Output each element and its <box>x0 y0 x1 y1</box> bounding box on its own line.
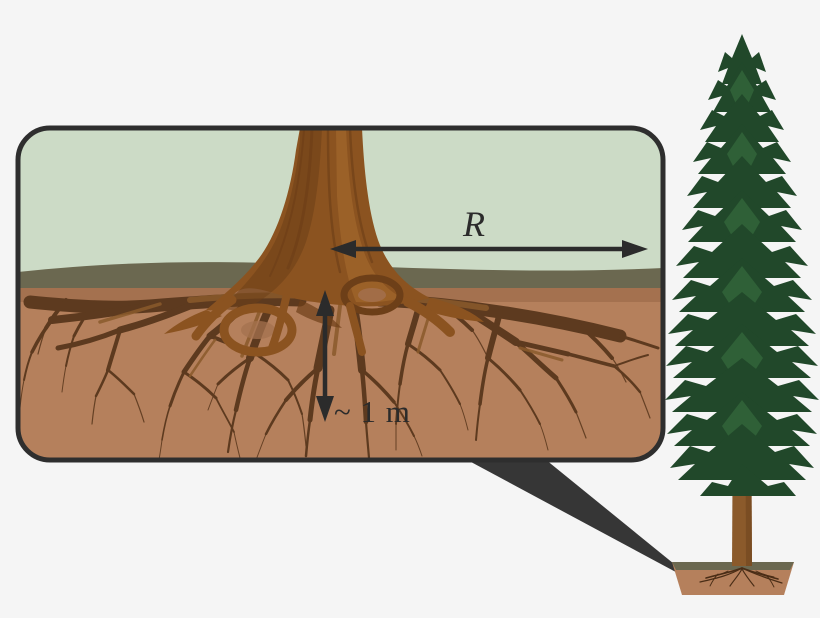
trunk-cross-section <box>164 128 484 357</box>
callout-tail <box>430 440 700 585</box>
tree-foliage <box>665 34 819 496</box>
trunk-root-flare <box>164 274 484 357</box>
callout-border <box>15 125 666 463</box>
depth-arrow-head-top <box>316 290 334 316</box>
depth-arrow-head-bottom <box>316 396 334 422</box>
trunk-highlight <box>336 128 402 303</box>
trunk-shade-left <box>222 128 322 310</box>
depth-arrow <box>316 290 334 422</box>
tree-base-soil-block <box>672 562 794 595</box>
depth-label: ~ 1 m <box>334 394 411 429</box>
tree-base-roots <box>699 567 783 588</box>
conifer-tree <box>665 34 819 595</box>
radius-arrow-head-right <box>622 240 648 258</box>
radius-arrow-head-left <box>330 240 356 258</box>
callout-panel <box>15 125 666 463</box>
radius-label: R <box>463 204 485 244</box>
radius-arrow <box>330 240 648 258</box>
